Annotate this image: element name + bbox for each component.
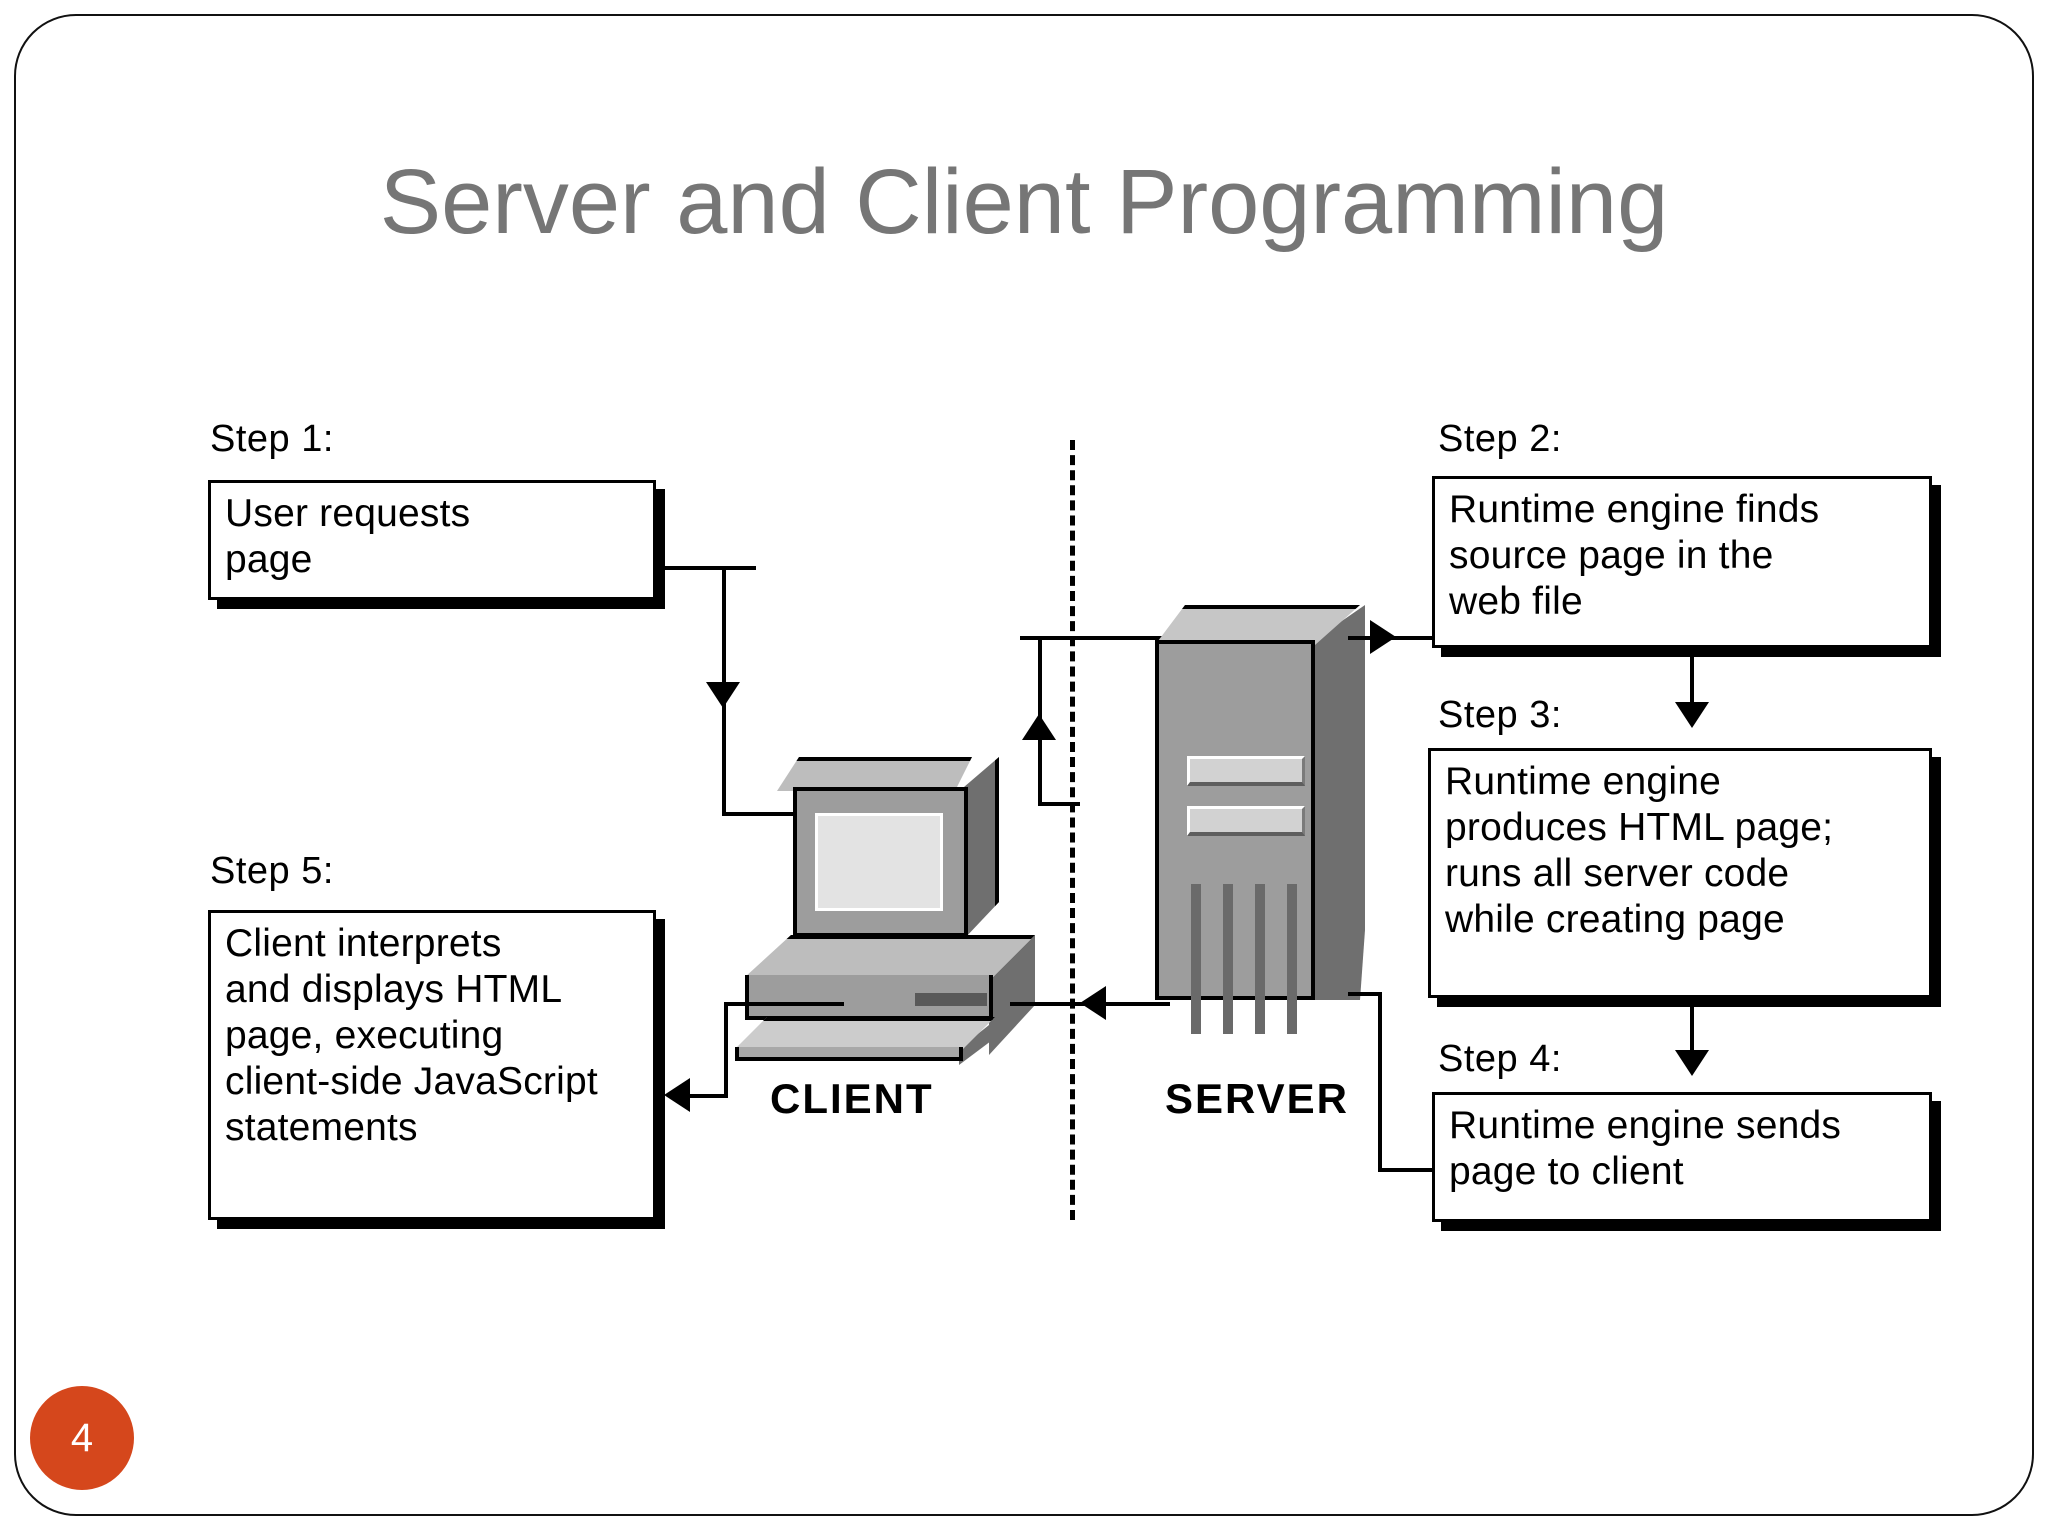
step-1-line-2: page [225, 538, 313, 582]
connector-step3-to-step4-v [1690, 998, 1694, 1072]
server-tower-illustration [1145, 600, 1405, 1034]
monitor-front-face [793, 787, 968, 937]
keyboard-front-face [735, 1047, 963, 1061]
step-3-line-3: runs all server code [1445, 852, 1790, 896]
page-number-text: 4 [70, 1415, 94, 1460]
step-3-label: Step 3: [1438, 694, 1562, 736]
step-3-line-4: while creating page [1445, 898, 1785, 942]
step-4-box: Runtime engine sends page to client [1432, 1092, 1932, 1222]
step-5-line-1: Client interprets [225, 922, 502, 965]
step-5-line-3: page, executing [225, 1014, 504, 1058]
arrow-down-to-step4 [1675, 1050, 1709, 1076]
server-side-face [1310, 605, 1365, 1000]
step-2-line-2: source page in the [1449, 534, 1774, 578]
keyboard-top-face [735, 1017, 995, 1049]
step-3-line-2: produces HTML page; [1445, 806, 1834, 850]
server-vent-slot-4 [1287, 884, 1297, 1034]
step-1-box: User requests page [208, 480, 656, 600]
step-1-line-1: User requests [225, 492, 471, 535]
server-front-face [1155, 640, 1315, 1034]
step-5-label: Step 5: [210, 850, 334, 892]
connector-step4-to-server-h [1348, 992, 1382, 996]
monitor-side-face [964, 757, 999, 939]
step-3-box: Runtime engine produces HTML page; runs … [1428, 748, 1932, 998]
step-5-box: Client interprets and displays HTML page… [208, 910, 656, 1220]
client-computer-illustration [735, 745, 1065, 1075]
step-4-label: Step 4: [1438, 1038, 1562, 1080]
client-zone-label: CLIENT [770, 1075, 934, 1122]
step-2-box: Runtime engine finds source page in the … [1432, 476, 1932, 648]
step-5-line-4: client-side JavaScript [225, 1060, 598, 1104]
step-2-line-1: Runtime engine finds [1449, 488, 1820, 531]
connector-client-to-step5-h [724, 1002, 844, 1006]
step-3-line-1: Runtime engine [1445, 760, 1721, 803]
connector-step4-out-h [1378, 1168, 1434, 1172]
step-5-line-2: and displays HTML [225, 968, 563, 1012]
step-4-line-1: Runtime engine sends [1449, 1104, 1842, 1147]
monitor-top-face [777, 757, 972, 791]
page-number-badge: 4 [30, 1386, 134, 1490]
server-drive-bay-2 [1187, 806, 1305, 836]
arrow-right-to-step2 [1370, 620, 1396, 654]
monitor-screen [815, 813, 943, 911]
connector-client-up-base-h [1038, 802, 1080, 806]
connector-step5-in-h [676, 1094, 728, 1098]
step-2-label: Step 2: [1438, 418, 1562, 460]
step-2-line-3: web file [1449, 580, 1583, 624]
connector-step1-out-h [656, 566, 756, 570]
server-drive-bay-1 [1187, 756, 1305, 786]
connector-step2-to-step3-v [1690, 648, 1694, 724]
server-vent-slot-3 [1255, 884, 1265, 1034]
connector-step5-down-v [724, 1002, 728, 1098]
step-1-label: Step 1: [210, 418, 334, 460]
connector-step4-up-v [1378, 992, 1382, 1172]
desktop-case-top-face [745, 935, 1035, 977]
arrow-left-to-client [1080, 986, 1106, 1020]
slide-border [14, 14, 2034, 1516]
arrow-up-to-server [1022, 714, 1056, 740]
server-vent-slot-1 [1191, 884, 1201, 1034]
step-5-line-5: statements [225, 1106, 418, 1150]
floppy-drive-slot [915, 993, 987, 1006]
connector-to-server-top-h [1038, 636, 1168, 640]
client-server-divider [1070, 440, 1075, 1220]
connector-step1-in-h [722, 812, 812, 816]
step-4-line-2: page to client [1449, 1150, 1684, 1194]
page-title: Server and Client Programming [379, 151, 1669, 253]
server-vent-slot-2 [1223, 884, 1233, 1034]
arrow-down-to-step3 [1675, 702, 1709, 728]
arrow-left-to-step5 [664, 1078, 690, 1112]
server-zone-label: SERVER [1165, 1075, 1349, 1122]
arrow-down-to-client [706, 682, 740, 708]
